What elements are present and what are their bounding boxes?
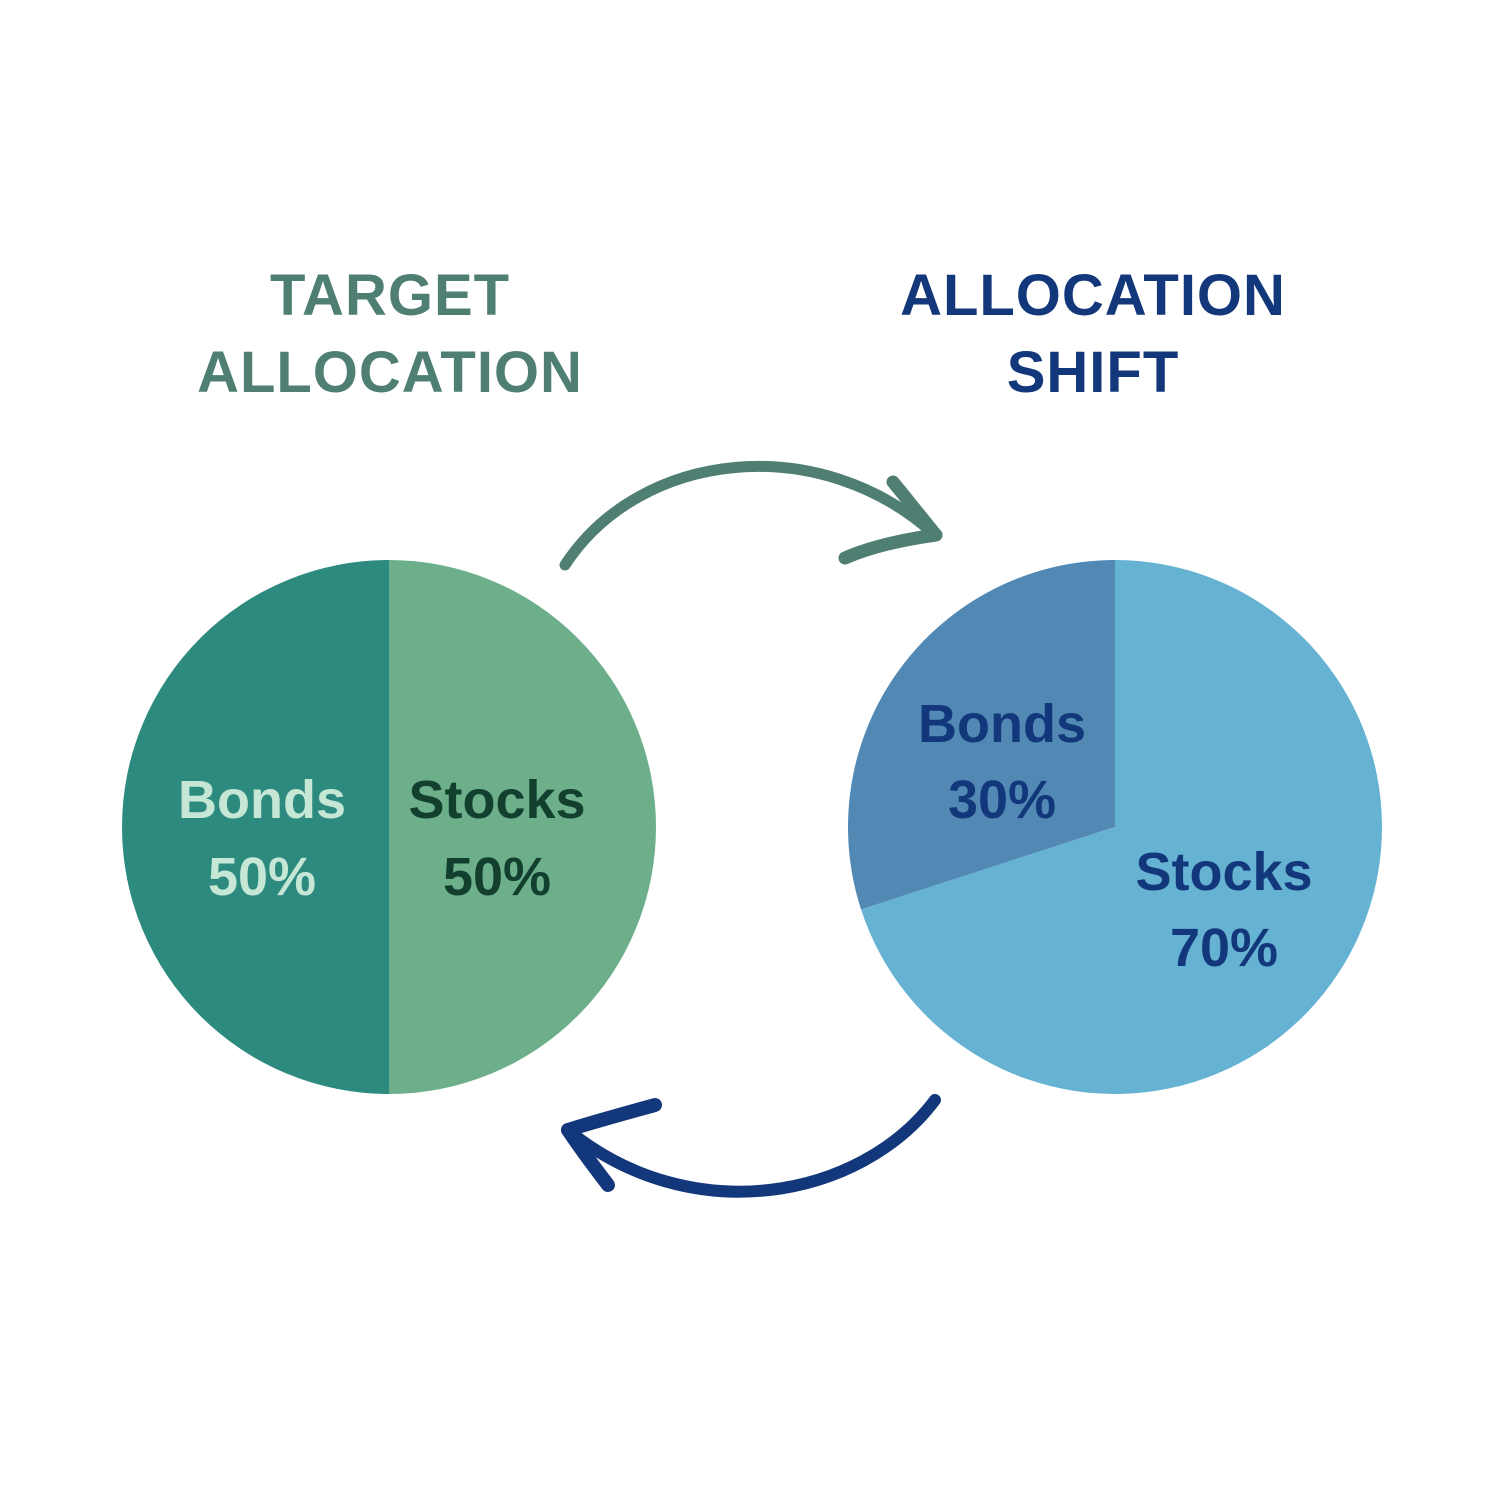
allocation-shift-title: ALLOCATION SHIFT — [900, 263, 1286, 405]
slice-value-stocks: 50% — [443, 847, 551, 907]
allocation-shift-pie — [848, 560, 1383, 1094]
slice-value-bonds: 30% — [948, 770, 1056, 830]
target-allocation-labels: Bonds 50% Stocks 50% — [178, 770, 586, 907]
target-allocation-title: TARGET ALLOCATION — [197, 263, 583, 405]
pie-slice-stocks — [389, 560, 656, 1094]
target-allocation-pie — [122, 560, 656, 1094]
target-title-line-2: ALLOCATION — [197, 340, 583, 405]
slice-value-bonds: 50% — [208, 847, 316, 907]
arrow-left-icon — [561, 1094, 941, 1198]
arrow-right-icon — [559, 460, 943, 571]
shift-title-line-2: SHIFT — [1007, 340, 1180, 405]
shift-title-line-1: ALLOCATION — [900, 263, 1286, 328]
allocation-shift-labels: Bonds 30% Stocks 70% — [918, 694, 1313, 978]
pie-slice-bonds — [122, 560, 389, 1094]
pie-slice-stocks — [861, 560, 1383, 1094]
slice-label-stocks: Stocks — [1135, 842, 1312, 902]
pie-slice-bonds — [848, 560, 1115, 910]
slice-value-stocks: 70% — [1170, 918, 1278, 978]
slice-label-stocks: Stocks — [408, 770, 585, 830]
slice-label-bonds: Bonds — [918, 694, 1086, 754]
slice-label-bonds: Bonds — [178, 770, 346, 830]
target-title-line-1: TARGET — [270, 263, 510, 328]
